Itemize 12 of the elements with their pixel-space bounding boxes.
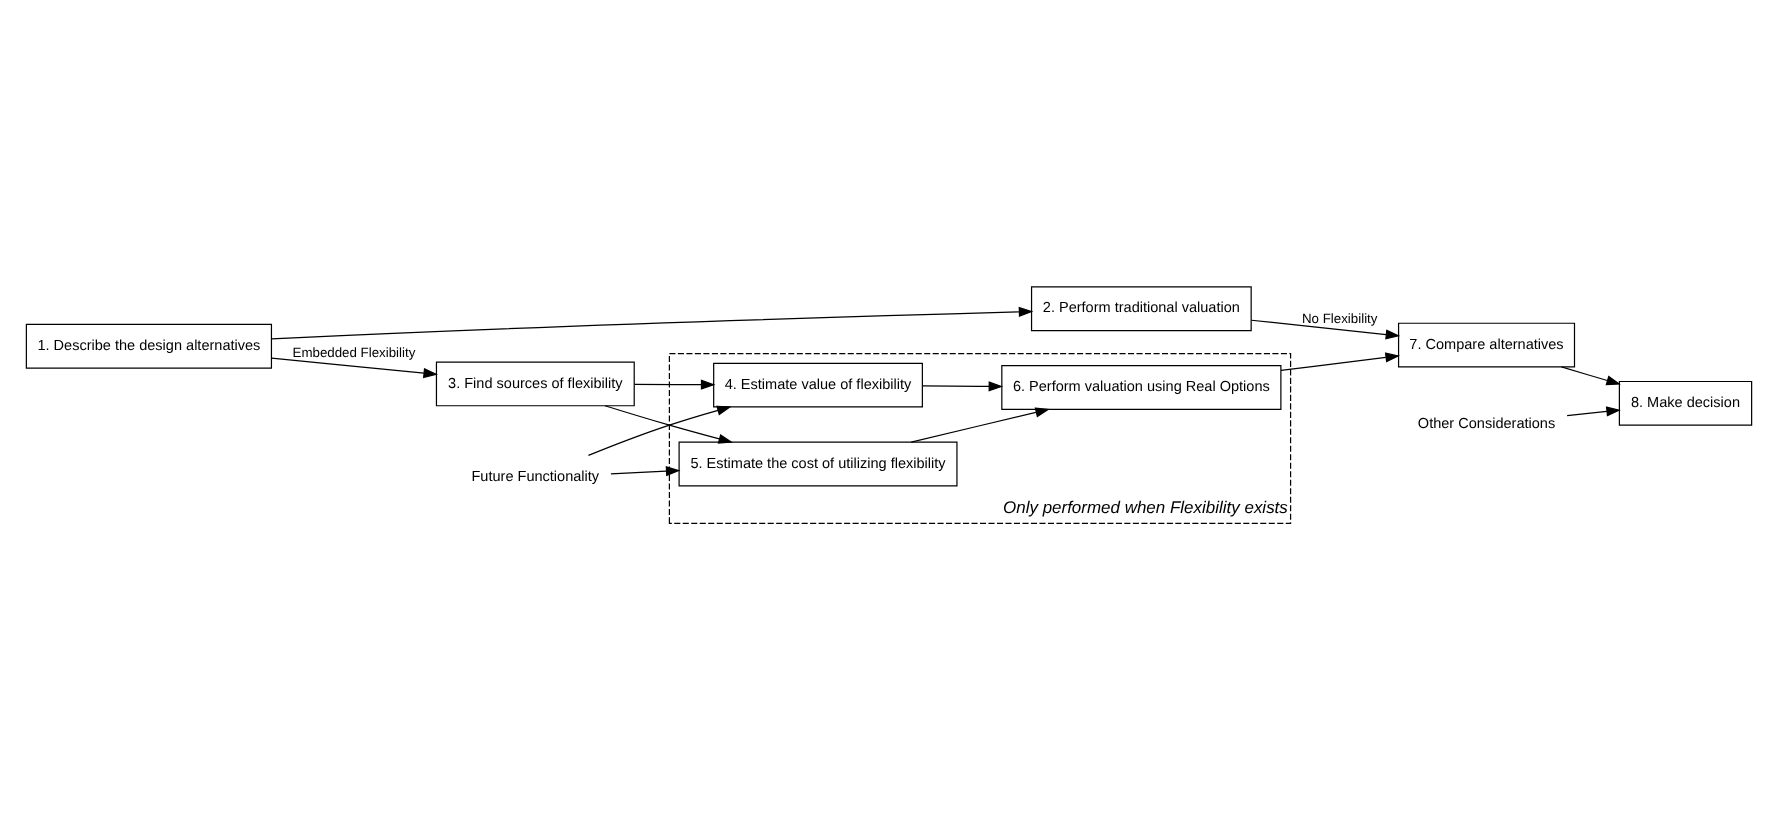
- arrow: [1280, 351, 1400, 370]
- arrow: [271, 356, 438, 378]
- arrow: [633, 378, 716, 389]
- arrow: [604, 404, 734, 443]
- arrow: [921, 380, 1004, 391]
- arrow: [1250, 318, 1401, 339]
- arrow: [1566, 405, 1621, 416]
- arrow: [270, 305, 1034, 339]
- arrow: [1560, 365, 1621, 385]
- arrow: [587, 404, 732, 456]
- arrow: [610, 465, 681, 476]
- arrow: [910, 406, 1050, 442]
